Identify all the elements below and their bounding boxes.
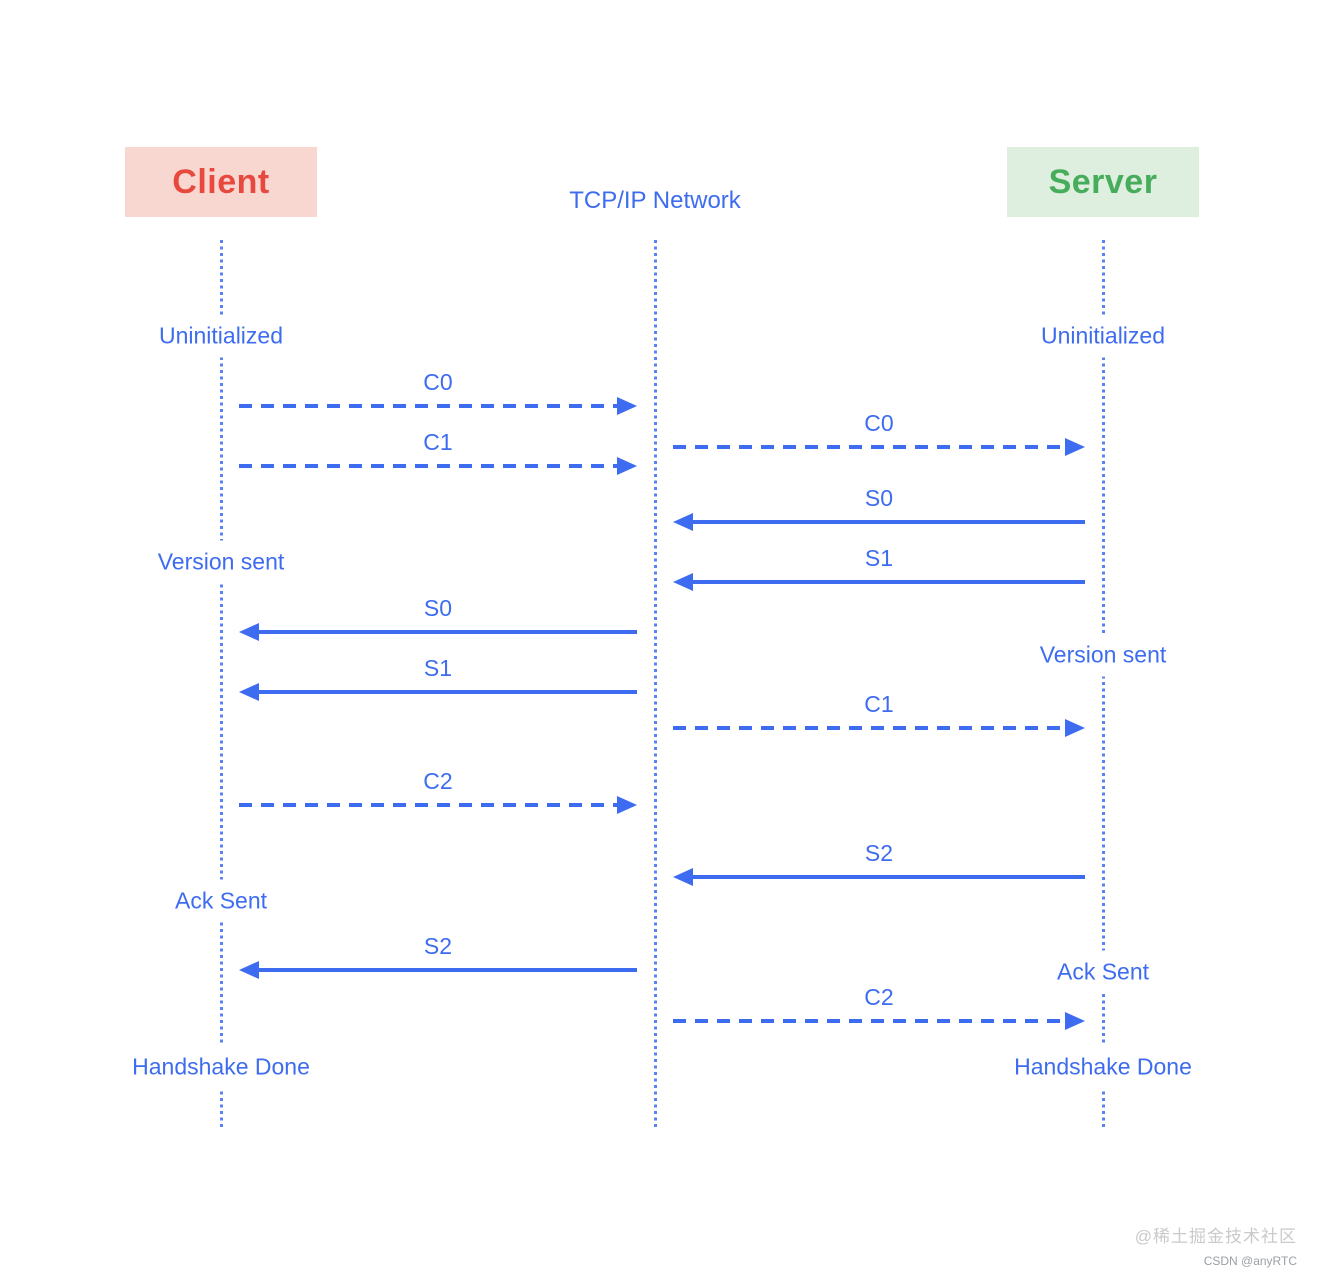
message-line-dashed [239,404,621,408]
network-lifeline [654,240,657,1130]
arrow-head-icon [239,623,259,641]
network-title: TCP/IP Network [569,187,741,214]
state-label-server: Ack Sent [1046,950,1160,994]
message-line-solid [689,520,1085,524]
arrow-head-icon [1065,719,1085,737]
message-line-dashed [673,726,1069,730]
arrow-head-icon [673,513,693,531]
arrow-head-icon [1065,1012,1085,1030]
arrow-head-icon [617,397,637,415]
message-line-solid [689,875,1085,879]
message-line-solid [255,630,637,634]
state-label-server: Handshake Done [1004,1045,1202,1089]
message-label: S0 [423,595,453,621]
client-actor-label: Client [172,162,270,201]
message-line-dashed [673,1019,1069,1023]
message-label: S0 [864,485,894,511]
message-line-solid [255,968,637,972]
message-label: S2 [423,933,453,959]
watermark-juejin: @稀土掘金技术社区 [1134,1227,1297,1246]
message-line-solid [689,580,1085,584]
server-lifeline [1102,240,1105,1130]
client-actor-box: Client [125,147,317,217]
arrow-head-icon [239,683,259,701]
message-label: S1 [423,655,453,681]
arrow-head-icon [673,573,693,591]
client-lifeline [220,240,223,1130]
state-label-server: Version sent [1029,633,1177,677]
message-label: C1 [864,691,894,717]
watermark-csdn: CSDN @anyRTC [1203,1254,1297,1268]
message-label: C1 [423,429,453,455]
watermark: @稀土掘金技术社区 CSDN @anyRTC [1135,1222,1297,1268]
message-label: S1 [864,545,894,571]
server-actor-box: Server [1007,147,1199,217]
arrow-head-icon [239,961,259,979]
state-label-server: Uninitialized [1030,314,1176,358]
message-label: C2 [864,984,894,1010]
message-line-dashed [239,464,621,468]
state-label-client: Ack Sent [164,879,278,923]
state-label-client: Handshake Done [122,1045,320,1089]
message-line-dashed [673,445,1069,449]
message-label: C0 [864,410,894,436]
message-label: C2 [423,768,453,794]
message-label: C0 [423,369,453,395]
message-label: S2 [864,840,894,866]
message-line-solid [255,690,637,694]
arrow-head-icon [617,796,637,814]
state-label-client: Uninitialized [148,314,294,358]
arrow-head-icon [673,868,693,886]
server-actor-label: Server [1048,162,1158,201]
state-label-client: Version sent [147,540,295,584]
arrow-head-icon [617,457,637,475]
arrow-head-icon [1065,438,1085,456]
message-line-dashed [239,803,621,807]
